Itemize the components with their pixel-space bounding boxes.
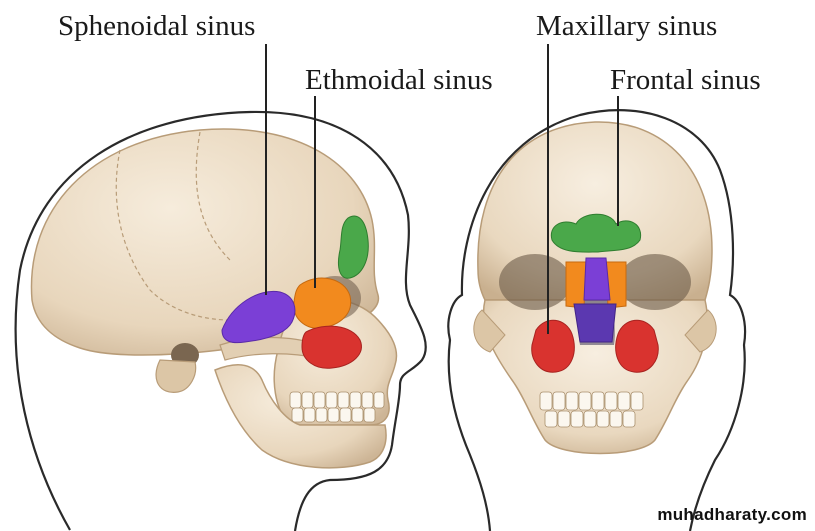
lateral-mandible xyxy=(214,364,387,469)
frontal-zygoma-left xyxy=(473,309,506,353)
frontal-head xyxy=(447,44,747,531)
frontal-zygoma-right xyxy=(684,309,717,353)
frontal-head-outline xyxy=(447,109,747,531)
lateral-head-outline xyxy=(14,110,427,531)
frontal-sphenoidal-sinus xyxy=(583,257,611,301)
frontal-maxillary-sinus-right xyxy=(615,319,659,373)
frontal-orbit-left xyxy=(499,254,571,310)
lateral-suture xyxy=(115,131,231,321)
frontal-teeth xyxy=(539,391,644,428)
lateral-maxillary-sinus xyxy=(301,325,362,369)
label-maxillary-sinus: Maxillary sinus xyxy=(536,10,718,42)
watermark: muhadharaty.com xyxy=(657,505,807,524)
lateral-teeth xyxy=(289,391,385,423)
label-sphenoidal-sinus: Sphenoidal sinus xyxy=(58,10,256,42)
frontal-maxillary-sinus-left xyxy=(531,319,575,373)
frontal-ethmoidal-sinus xyxy=(565,261,587,309)
lateral-cranium xyxy=(30,128,380,356)
frontal-sphenoidal-sinus-lower xyxy=(573,303,617,343)
label-ethmoidal-sinus: Ethmoidal sinus xyxy=(305,64,493,96)
frontal-orbit-right xyxy=(619,254,691,310)
label-frontal-sinus: Frontal sinus xyxy=(610,64,761,96)
lateral-mastoid xyxy=(155,359,197,393)
lateral-sphenoidal-sinus xyxy=(221,290,296,344)
lateral-frontal-sinus xyxy=(337,215,369,279)
lateral-head xyxy=(14,44,427,531)
